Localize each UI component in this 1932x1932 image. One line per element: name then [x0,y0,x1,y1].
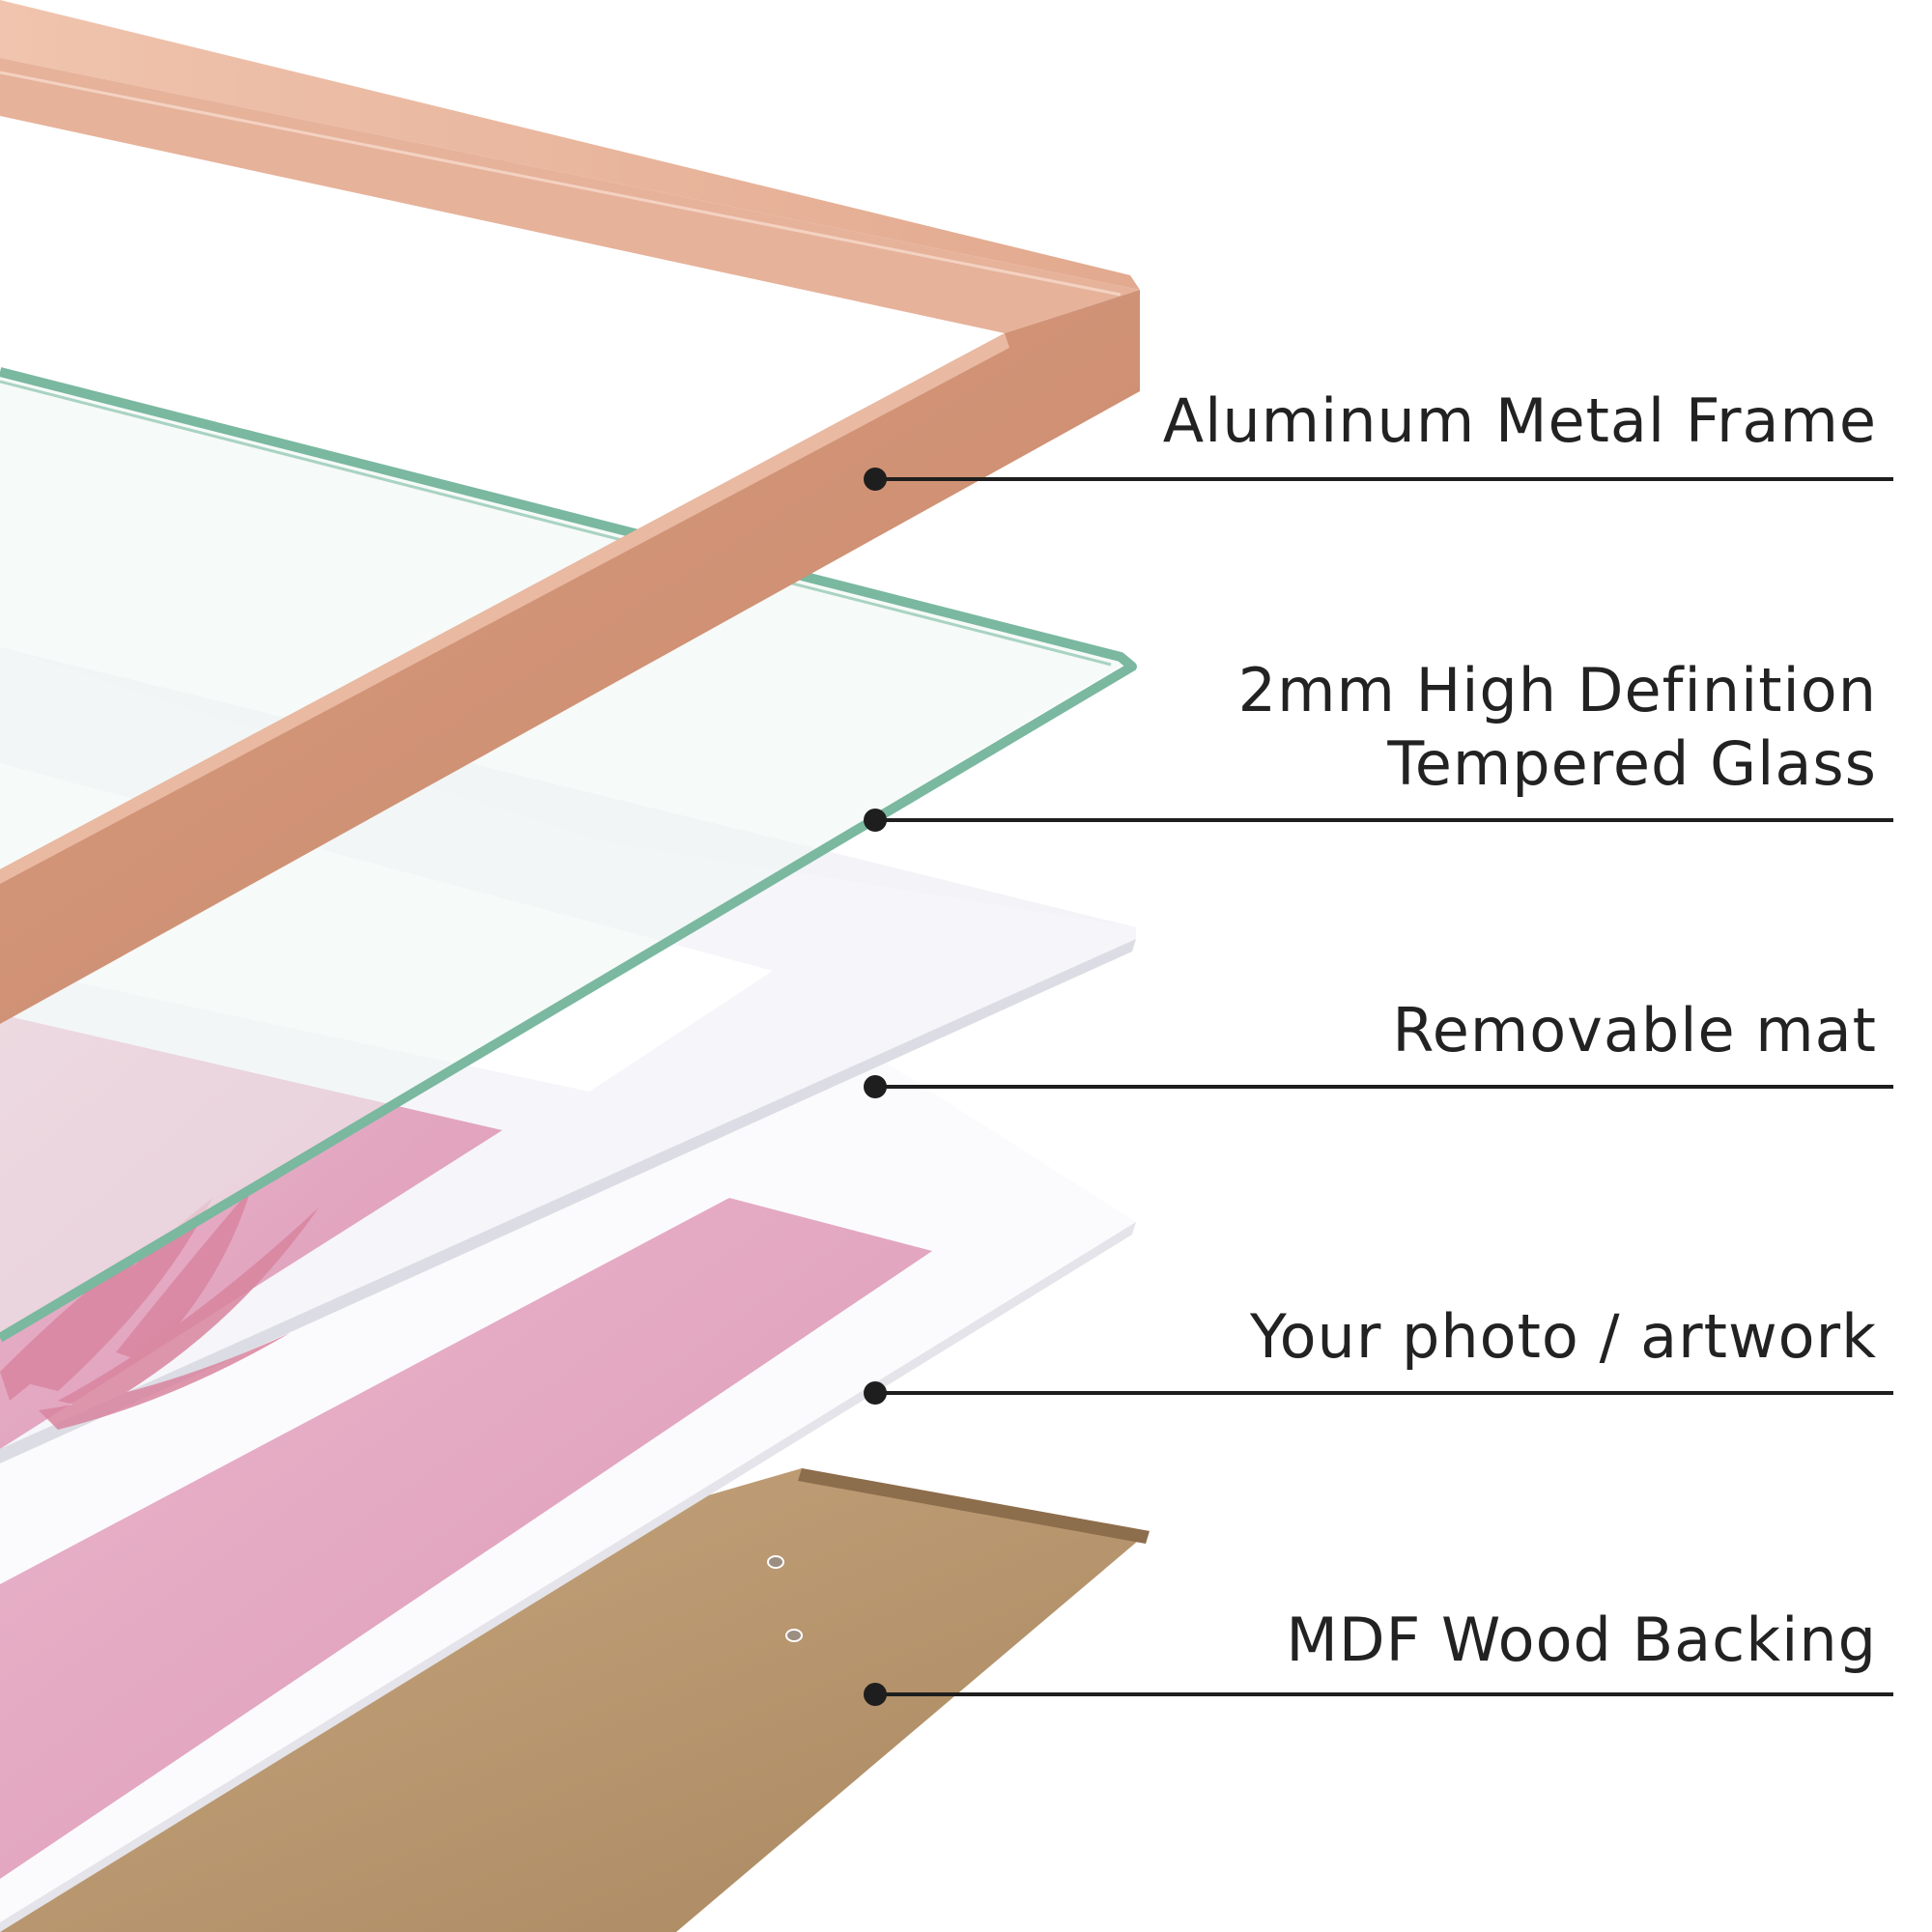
pink-plant-artwork [0,1188,319,1430]
callout-line-backing [874,1692,1893,1696]
callout-line-glass [874,818,1893,822]
label-tempered-glass: 2mm High Definition Tempered Glass [1237,655,1877,799]
callout-dot-glass [864,809,887,832]
callout-dot-frame [864,468,887,491]
label-removable-mat: Removable mat [1392,995,1877,1065]
aluminum-frame-layer [0,0,1140,1024]
callout-dot-backing [864,1683,887,1706]
callout-line-photo [874,1391,1893,1395]
tempered-glass-layer [0,367,1137,1343]
label-aluminum-metal-frame: Aluminum Metal Frame [1162,385,1877,456]
callout-line-mat [874,1085,1893,1089]
callout-line-frame [874,477,1893,481]
callout-dot-mat [864,1075,887,1098]
label-mdf-wood-backing: MDF Wood Backing [1286,1605,1877,1675]
label-photo-artwork: Your photo / artwork [1249,1301,1877,1372]
callout-dot-photo [864,1381,887,1405]
mdf-backing-layer [0,1468,1150,1932]
backing-clip-icon [767,1555,784,1569]
backing-clip-icon [785,1629,803,1642]
